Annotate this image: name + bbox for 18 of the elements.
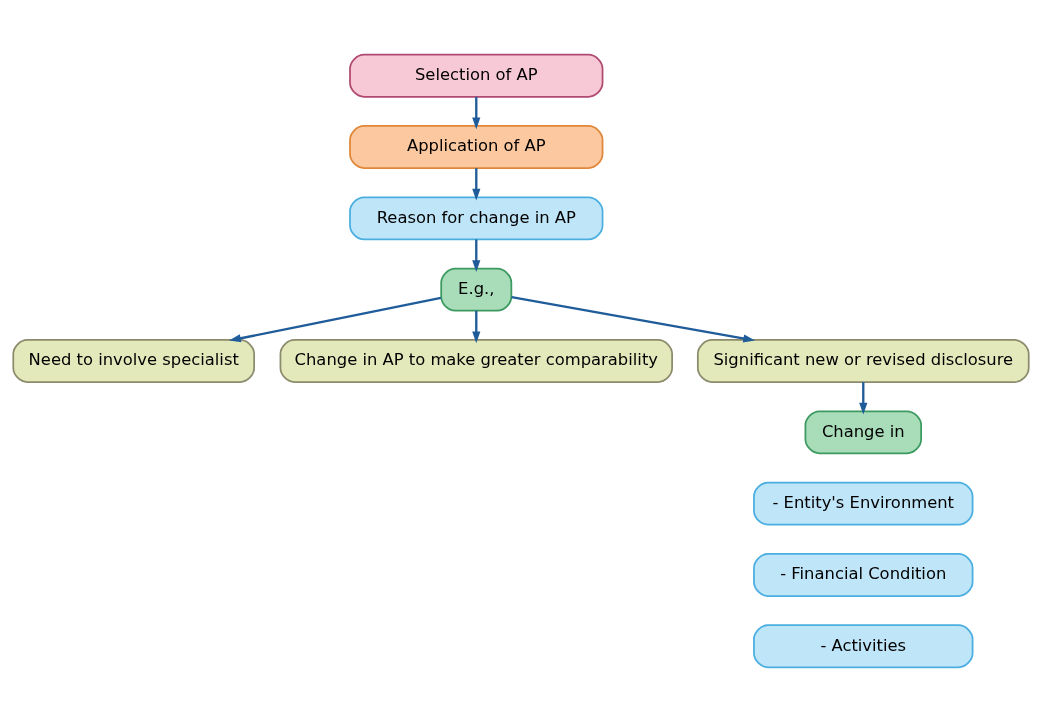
- arrow: [229, 296, 442, 342]
- node-box: Reason for change in AP: [349, 195, 604, 240]
- arrow: [859, 381, 868, 415]
- node-box: - Entity's Environment: [753, 481, 974, 526]
- arrow: [511, 295, 756, 342]
- node-box: Significant new or revised disclosure: [696, 338, 1030, 383]
- node-box: E.g.,: [440, 267, 513, 312]
- node-box: Need to involve specialist: [12, 338, 255, 383]
- node-box: Change in: [804, 409, 923, 454]
- node-box: - Activities: [753, 623, 974, 668]
- node-box: Application of AP: [349, 124, 604, 169]
- arrow: [472, 310, 481, 343]
- node-box: Change in AP to make greater comparability: [279, 338, 673, 383]
- arrow: [472, 96, 481, 129]
- node-box: - Financial Condition: [753, 552, 974, 597]
- node-box: Selection of AP: [349, 53, 604, 98]
- arrow: [472, 239, 481, 272]
- arrow: [472, 167, 481, 201]
